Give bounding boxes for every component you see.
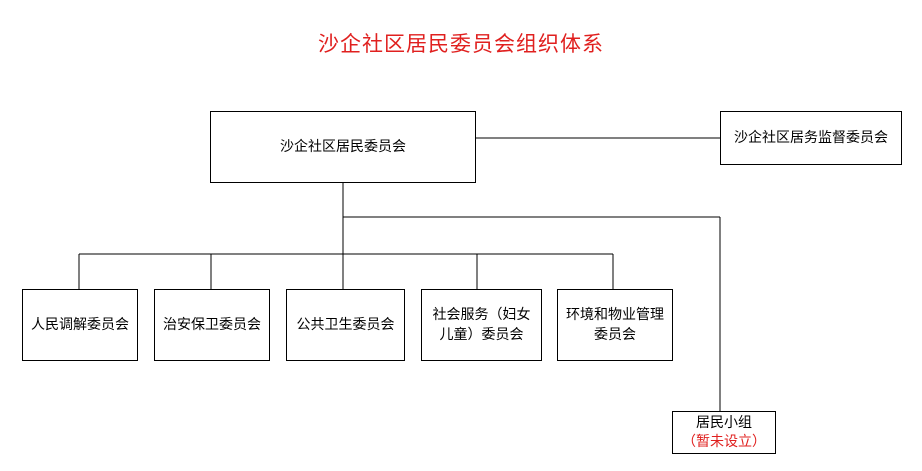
diagram-title: 沙企社区居民委员会组织体系 xyxy=(318,32,604,56)
node-social-committee-label: 社会服务（妇女儿童）委员会 xyxy=(432,307,531,343)
node-supervision-committee-label: 沙企社区居务监督委员会 xyxy=(734,130,888,146)
node-main-committee: 沙企社区居民委员会 xyxy=(210,111,476,183)
node-health-committee: 公共卫生委员会 xyxy=(286,289,405,361)
node-resident-group: 居民小组 （暂未设立） xyxy=(672,411,776,454)
node-health-committee-label: 公共卫生委员会 xyxy=(296,317,395,333)
node-main-committee-label: 沙企社区居民委员会 xyxy=(280,139,406,155)
node-environment-committee: 环境和物业管理委员会 xyxy=(557,289,673,361)
node-security-committee: 治安保卫委员会 xyxy=(154,289,270,361)
node-mediation-committee-label: 人民调解委员会 xyxy=(31,317,129,333)
node-security-committee-label: 治安保卫委员会 xyxy=(163,317,261,333)
node-supervision-committee: 沙企社区居务监督委员会 xyxy=(720,111,902,165)
node-mediation-committee: 人民调解委员会 xyxy=(22,289,138,361)
node-resident-group-note: （暂未设立） xyxy=(682,433,766,450)
node-social-committee: 社会服务（妇女儿童）委员会 xyxy=(421,289,542,361)
node-resident-group-label: 居民小组 xyxy=(696,414,752,431)
node-environment-committee-label: 环境和物业管理委员会 xyxy=(566,307,664,343)
